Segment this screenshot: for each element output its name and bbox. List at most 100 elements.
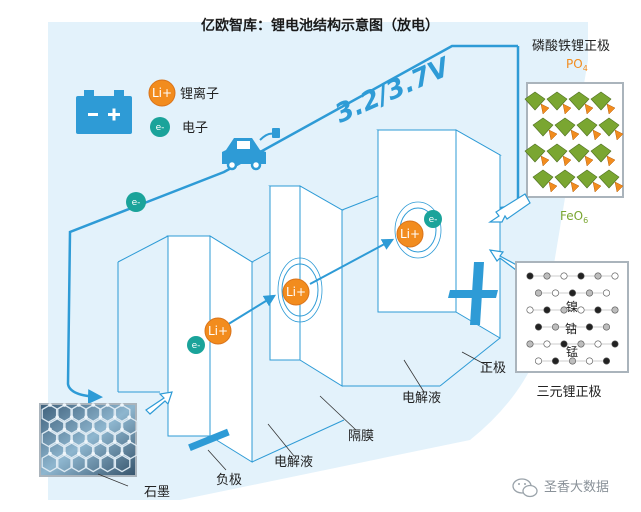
po4-label: PO4 bbox=[566, 57, 588, 73]
feo6-octahedron bbox=[590, 91, 612, 111]
cell-housing bbox=[117, 195, 501, 463]
diagram-title: 亿欧智库：锂电池结构示意图（放电） bbox=[201, 17, 439, 34]
po4-tetrahedron bbox=[592, 181, 602, 193]
graphite-atom bbox=[91, 427, 95, 432]
po4-tetrahedron bbox=[606, 103, 616, 115]
graphite-image bbox=[39, 403, 138, 477]
legend-electron: e- 电子 bbox=[150, 117, 208, 137]
lfp-crystal-image bbox=[524, 82, 624, 198]
feo6-octahedron bbox=[546, 91, 568, 111]
po4-tetrahedron bbox=[570, 181, 580, 193]
po4-tetrahedron bbox=[614, 129, 624, 141]
lattice-atom bbox=[585, 289, 593, 297]
svg-text:Li+: Li+ bbox=[208, 324, 228, 338]
po4-tetrahedron bbox=[584, 155, 594, 167]
graphite-atom bbox=[77, 427, 81, 432]
lfp-to-cathode-arrow bbox=[488, 193, 531, 223]
po4-tetrahedron bbox=[614, 181, 624, 193]
graphite-atom bbox=[69, 415, 74, 419]
plus-sign-icon bbox=[448, 262, 498, 325]
cobalt-label: 钴 bbox=[565, 321, 577, 336]
svg-text:e-: e- bbox=[132, 198, 141, 208]
graphite-atom bbox=[55, 415, 59, 419]
lattice-atom bbox=[568, 289, 576, 297]
lattice-atom bbox=[602, 357, 610, 365]
lattice-atom bbox=[577, 272, 585, 280]
graphite-to-anode-arrow bbox=[145, 391, 173, 415]
lattice-atom bbox=[585, 357, 593, 365]
electric-car-icon bbox=[222, 128, 280, 171]
graphite-atom bbox=[77, 403, 81, 407]
lattice-atom bbox=[594, 272, 602, 280]
li-ion-cathode: Li+ bbox=[394, 201, 442, 259]
ncm-cathode-label: 三元锂正极 bbox=[536, 385, 601, 400]
feo6-octahedron bbox=[598, 117, 620, 137]
cathode-electrode bbox=[376, 129, 502, 339]
graphite-atom bbox=[105, 451, 110, 456]
graphite-atom bbox=[62, 427, 67, 432]
electrolyte-left-label: 电解液 bbox=[274, 455, 313, 470]
po4-tetrahedron bbox=[584, 103, 594, 115]
lattice-atom bbox=[543, 306, 551, 314]
feo6-label: FeO6 bbox=[560, 209, 588, 225]
lattice-atom bbox=[585, 323, 593, 331]
external-circuit-wire-main bbox=[66, 44, 518, 405]
po4-tetrahedron bbox=[570, 129, 580, 141]
svg-text:e-: e- bbox=[192, 341, 201, 351]
cathode-label: 正极 bbox=[480, 361, 506, 376]
lattice-atom bbox=[560, 306, 568, 314]
lattice-atom bbox=[551, 357, 559, 365]
lattice-atom bbox=[602, 323, 610, 331]
electron-cathode: e- bbox=[424, 210, 442, 228]
graphite-atom bbox=[84, 415, 88, 419]
feo6-octahedron bbox=[524, 143, 546, 163]
lattice-atom bbox=[611, 340, 619, 348]
legend-electron-label: 电子 bbox=[182, 121, 208, 136]
lattice-atom bbox=[543, 340, 551, 348]
electrolyte-right-label: 电解液 bbox=[402, 391, 441, 406]
graphite-atom bbox=[98, 415, 103, 419]
lattice-atom bbox=[577, 306, 585, 314]
svg-text:Li+: Li+ bbox=[152, 86, 172, 100]
lattice-atom bbox=[534, 357, 542, 365]
lattice-atom bbox=[611, 272, 619, 280]
electron-external: e- bbox=[126, 192, 146, 212]
anode-label: 负极 bbox=[216, 473, 242, 488]
li-ion-anode: Li+ bbox=[204, 317, 232, 345]
graphite-atom bbox=[62, 451, 67, 456]
graphite-hexagon bbox=[113, 452, 131, 473]
li-ion-separator: Li+ bbox=[277, 257, 323, 323]
li-ion-flow bbox=[221, 238, 395, 329]
electron-anode: e- bbox=[187, 336, 205, 354]
wechat-icon bbox=[512, 478, 538, 498]
po4-tetrahedron bbox=[562, 155, 572, 167]
watermark: 圣香大数据 bbox=[512, 478, 609, 498]
graphite-atom bbox=[127, 439, 131, 444]
lattice-atom bbox=[568, 323, 576, 331]
po4-tetrahedron bbox=[606, 155, 616, 167]
feo6-octahedron bbox=[554, 169, 576, 189]
lattice-atom bbox=[560, 272, 568, 280]
lattice-atom bbox=[526, 340, 534, 348]
svg-text:Li+: Li+ bbox=[400, 227, 420, 241]
graphite-atom bbox=[48, 427, 52, 432]
lattice-atom bbox=[543, 272, 551, 280]
graphite-atom bbox=[120, 403, 124, 407]
legend-li-ion: Li+ 锂离子 bbox=[148, 79, 219, 107]
feo6-octahedron bbox=[546, 143, 568, 163]
lattice-atom bbox=[526, 272, 534, 280]
leader-lines bbox=[97, 351, 489, 487]
lattice-atom bbox=[526, 306, 534, 314]
graphite-atom bbox=[98, 439, 103, 444]
graphite-atom bbox=[113, 439, 117, 444]
feo6-octahedron bbox=[598, 169, 620, 189]
lattice-atom bbox=[602, 289, 610, 297]
feo6-octahedron bbox=[554, 117, 576, 137]
graphite-atom bbox=[113, 415, 117, 419]
graphite-atom bbox=[127, 415, 131, 419]
graphite-atom bbox=[77, 451, 81, 456]
anode-electrode bbox=[166, 235, 254, 463]
graphite-atom bbox=[120, 427, 124, 432]
separator-label: 隔膜 bbox=[348, 429, 374, 444]
